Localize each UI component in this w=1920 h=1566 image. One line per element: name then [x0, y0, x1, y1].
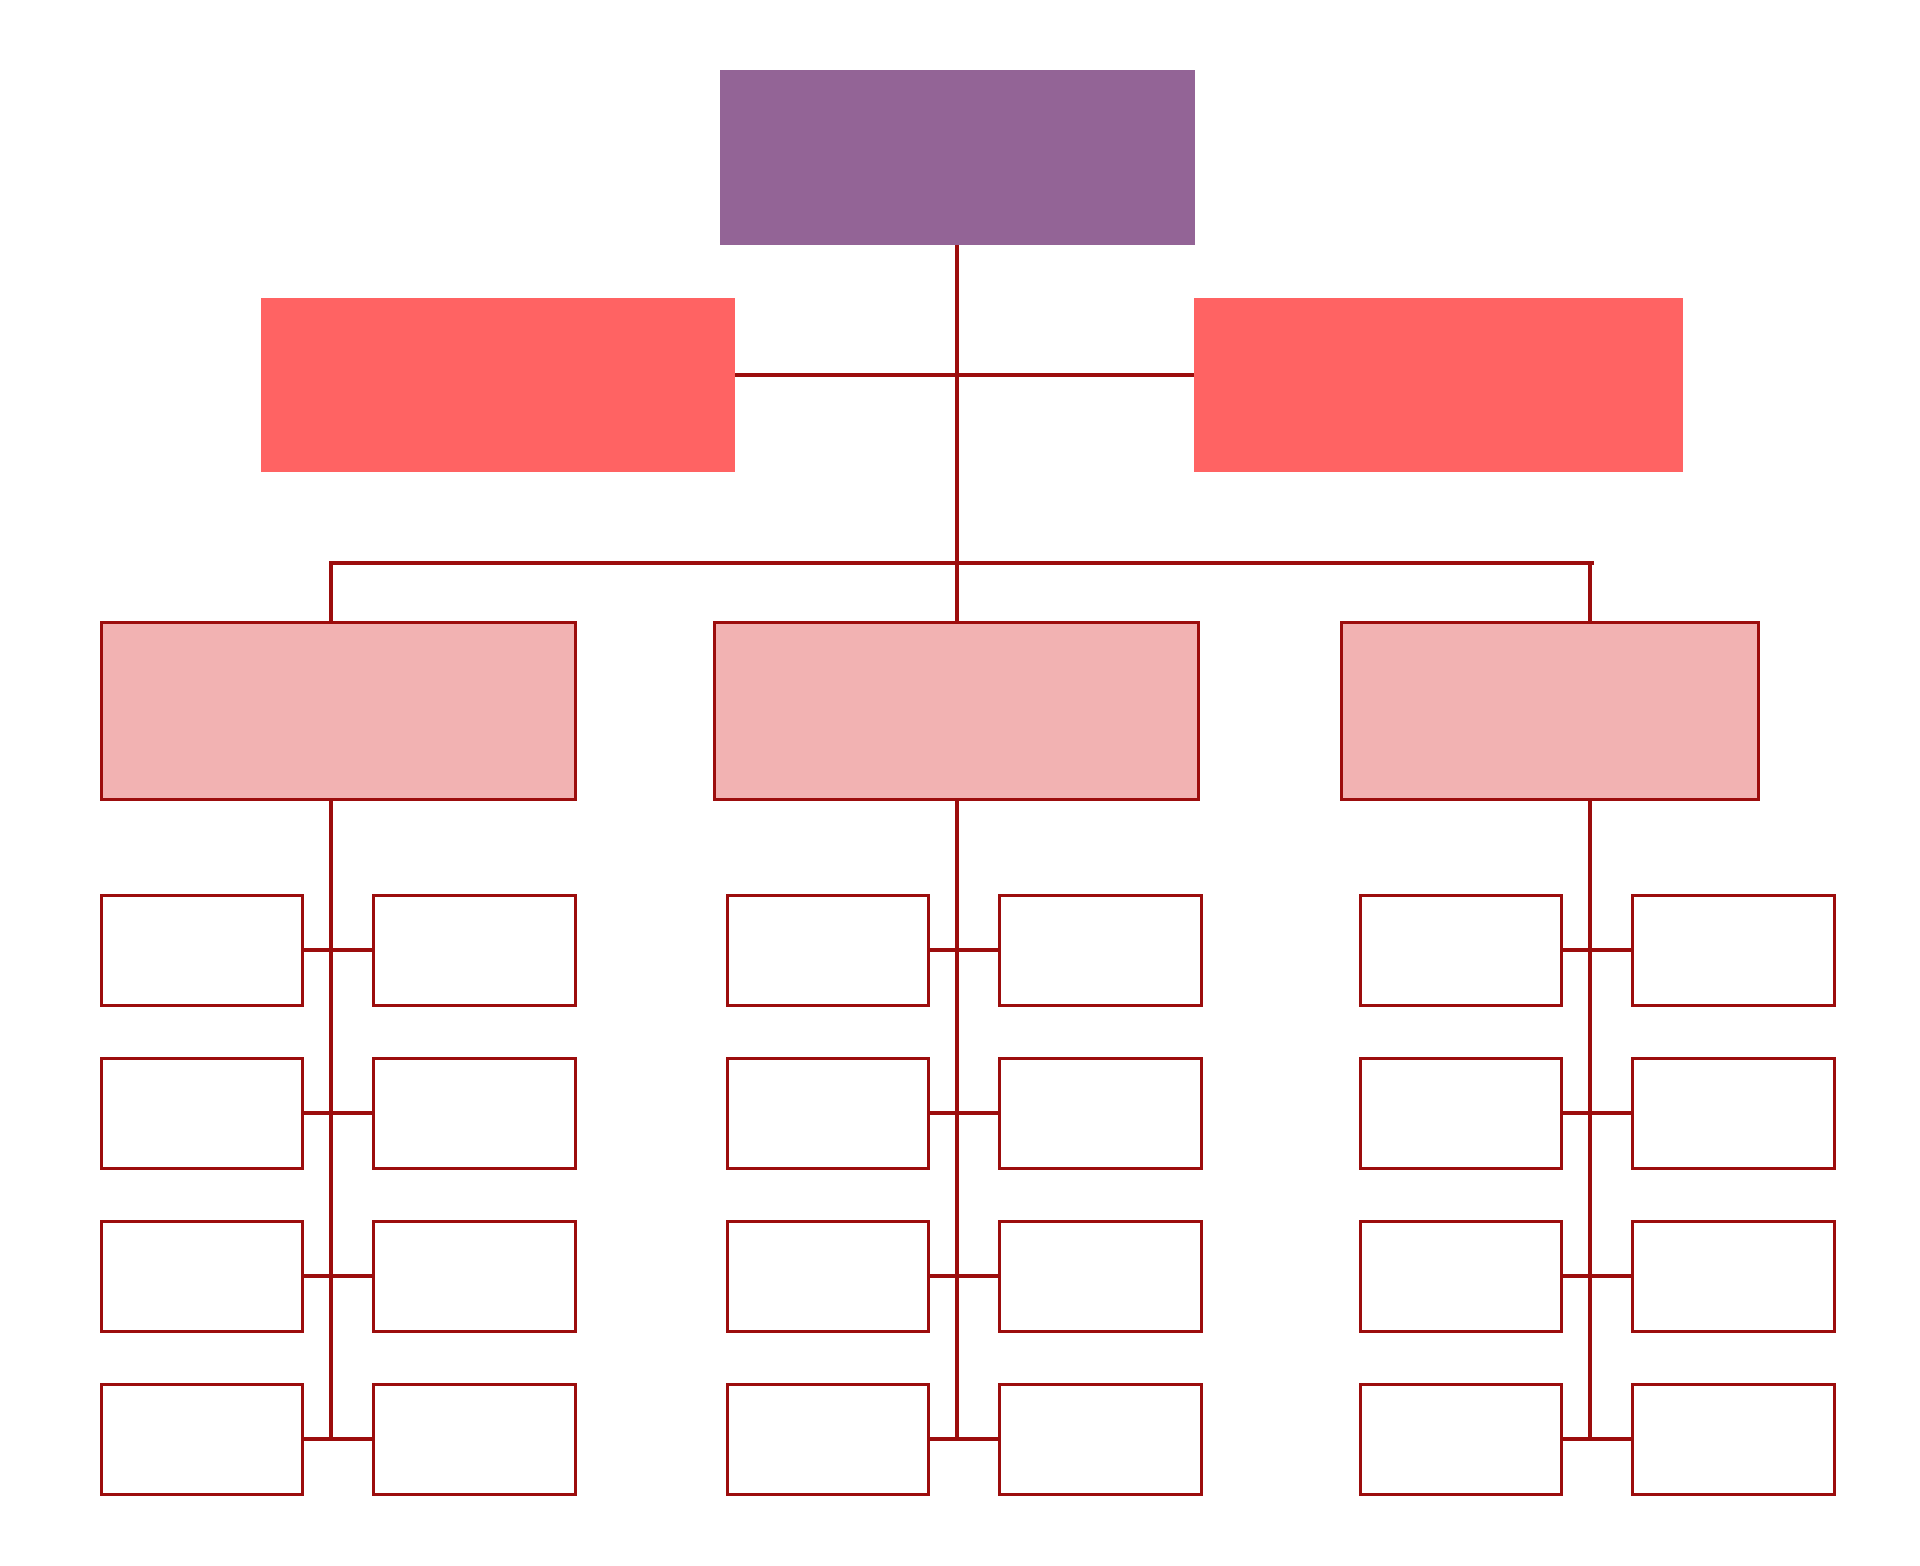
connector-root-trunk: [955, 245, 959, 567]
leaf-node-column-3-row2-right[interactable]: [1631, 1057, 1836, 1170]
connector-column-3-row-4-link: [1561, 1437, 1633, 1441]
connector-column-2-row-2-link: [928, 1111, 1000, 1115]
leaf-node-column-1-row2-right[interactable]: [372, 1057, 577, 1170]
leaf-node-column-2-row4-left[interactable]: [726, 1383, 930, 1496]
connector-staff-crossbar: [735, 373, 1194, 377]
node-staff-left[interactable]: [261, 298, 735, 472]
connector-column-3-row-2-link: [1561, 1111, 1633, 1115]
leaf-node-column-2-row4-right[interactable]: [998, 1383, 1203, 1496]
leaf-node-column-2-row3-left[interactable]: [726, 1220, 930, 1333]
leaf-node-column-1-row4-left[interactable]: [100, 1383, 304, 1496]
leaf-node-column-1-row1-left[interactable]: [100, 894, 304, 1007]
connector-column-1-row-2-link: [302, 1111, 374, 1115]
leaf-node-column-1-row3-left[interactable]: [100, 1220, 304, 1333]
leaf-node-column-1-row4-right[interactable]: [372, 1383, 577, 1496]
connector-column-1-row-4-link: [302, 1437, 374, 1441]
connector-column-2-row-1-link: [928, 948, 1000, 952]
leaf-node-column-3-row1-right[interactable]: [1631, 894, 1836, 1007]
node-division-1[interactable]: [100, 621, 577, 801]
node-staff-right[interactable]: [1194, 298, 1683, 472]
node-root[interactable]: [720, 70, 1195, 245]
connector-division-3-drop: [1588, 561, 1592, 623]
node-division-3[interactable]: [1340, 621, 1760, 801]
leaf-node-column-3-row1-left[interactable]: [1359, 894, 1563, 1007]
connector-division-1-drop: [329, 561, 333, 623]
leaf-node-column-3-row3-right[interactable]: [1631, 1220, 1836, 1333]
leaf-node-column-2-row2-left[interactable]: [726, 1057, 930, 1170]
connector-column-2-trunk: [955, 799, 959, 1440]
leaf-node-column-2-row2-right[interactable]: [998, 1057, 1203, 1170]
connector-column-3-row-3-link: [1561, 1274, 1633, 1278]
leaf-node-column-3-row4-right[interactable]: [1631, 1383, 1836, 1496]
connector-column-2-row-3-link: [928, 1274, 1000, 1278]
leaf-node-column-3-row3-left[interactable]: [1359, 1220, 1563, 1333]
leaf-node-column-3-row2-left[interactable]: [1359, 1057, 1563, 1170]
leaf-node-column-1-row3-right[interactable]: [372, 1220, 577, 1333]
connector-column-1-trunk: [329, 799, 333, 1440]
node-division-2[interactable]: [713, 621, 1200, 801]
leaf-node-column-1-row1-right[interactable]: [372, 894, 577, 1007]
connector-column-3-row-1-link: [1561, 948, 1633, 952]
connector-column-3-trunk: [1588, 799, 1592, 1440]
leaf-node-column-1-row2-left[interactable]: [100, 1057, 304, 1170]
connector-division-2-drop: [955, 561, 959, 623]
connector-column-1-row-3-link: [302, 1274, 374, 1278]
connector-division-bus: [331, 561, 1594, 565]
leaf-node-column-2-row3-right[interactable]: [998, 1220, 1203, 1333]
connector-column-1-row-1-link: [302, 948, 374, 952]
leaf-node-column-2-row1-right[interactable]: [998, 894, 1203, 1007]
connector-column-2-row-4-link: [928, 1437, 1000, 1441]
leaf-node-column-3-row4-left[interactable]: [1359, 1383, 1563, 1496]
leaf-node-column-2-row1-left[interactable]: [726, 894, 930, 1007]
